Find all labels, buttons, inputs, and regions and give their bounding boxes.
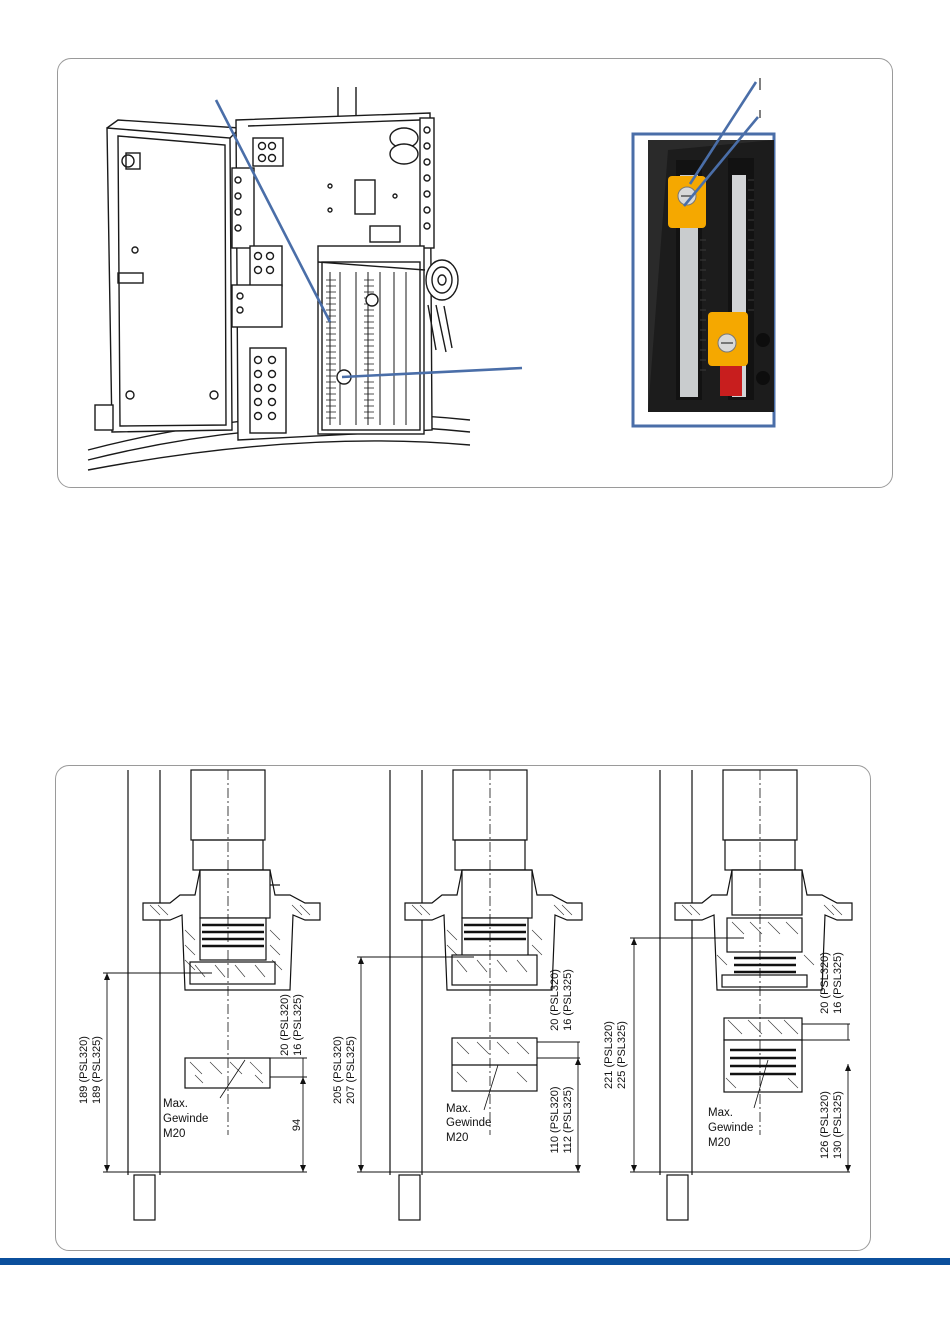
- total-height-label-psl320: 189 (PSL320): [78, 1036, 90, 1104]
- footer-accent-bar: [0, 1258, 950, 1265]
- thread-note-size: M20: [446, 1132, 468, 1144]
- thread-note-max: Max.: [446, 1103, 471, 1115]
- mounting-variant-1: 189 (PSL320) 189 (PSL325) 20 (PSL320) 16…: [78, 770, 320, 1220]
- total-height-label-psl325: 189 (PSL325): [91, 1036, 103, 1104]
- lower-height-label-psl320: 110 (PSL320): [549, 1086, 561, 1153]
- total-height-label-psl320: 221 (PSL320): [603, 1021, 615, 1089]
- gap-label-psl325: 16 (PSL325): [832, 952, 844, 1014]
- lower-height-label: 94: [291, 1119, 303, 1131]
- thread-note-size: M20: [708, 1137, 730, 1149]
- thread-note-gewinde: Gewinde: [446, 1117, 491, 1129]
- total-height-label-psl325: 225 (PSL325): [616, 1021, 628, 1089]
- mounting-variant-3: 221 (PSL320) 225 (PSL325) 20 (PSL320) 16…: [603, 770, 852, 1220]
- total-height-label-psl320: 205 (PSL320): [332, 1036, 344, 1104]
- lower-height-label-psl320: 126 (PSL320): [819, 1091, 831, 1159]
- thread-note-max: Max.: [708, 1107, 733, 1119]
- gap-label-psl325: 16 (PSL325): [562, 969, 574, 1031]
- thread-note-gewinde: Gewinde: [163, 1113, 208, 1125]
- thread-note-size: M20: [163, 1128, 185, 1140]
- thread-note-max: Max.: [163, 1098, 188, 1110]
- mounting-variant-2: 205 (PSL320) 207 (PSL325) 20 (PSL320) 16…: [332, 770, 582, 1220]
- gap-label-psl320: 20 (PSL320): [819, 952, 831, 1014]
- lower-height-label-psl325: 112 (PSL325): [562, 1086, 574, 1153]
- thread-note-gewinde: Gewinde: [708, 1122, 753, 1134]
- total-height-label-psl325: 207 (PSL325): [345, 1036, 357, 1104]
- gap-label-psl325: 16 (PSL325): [292, 994, 304, 1056]
- gap-label-psl320: 20 (PSL320): [549, 969, 561, 1031]
- lower-height-label-psl325: 130 (PSL325): [832, 1091, 844, 1159]
- gap-label-psl320: 20 (PSL320): [279, 994, 291, 1056]
